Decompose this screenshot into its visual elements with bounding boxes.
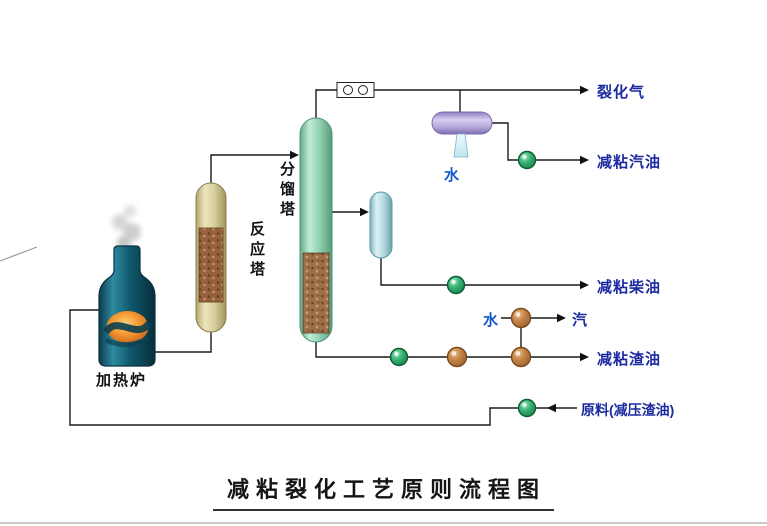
label-reaction-tower: 反应塔 [249,221,265,278]
flow-arrows [290,85,589,413]
pipe-feed [69,309,577,426]
arrow-into-stripper-icon [360,207,369,217]
water-spray-icon [453,133,469,158]
heat-exchangers [446,307,532,368]
furnace [98,245,156,367]
label-condenser-water: 水 [444,167,461,184]
flame-swirl2-icon [104,335,151,347]
condenser-drum [431,111,493,135]
pipe-diesel [380,258,581,286]
side-stripper-vessel [369,191,393,259]
label-residue: 减粘渣油 [597,351,662,368]
furnace-body [98,245,156,367]
scan-bottom-edge [0,522,767,524]
arrow-steam-icon [557,313,566,323]
arrow-feed-icon [547,403,556,413]
label-feed: 原料(减压渣油) [581,402,675,418]
arrow-gasoline-icon [580,155,589,165]
exchanger-2-icon [510,346,532,368]
scan-artifact-line [0,246,38,262]
reaction-tower [195,182,227,333]
label-diesel: 减粘柴油 [597,279,662,296]
pump-diesel-icon [446,275,466,295]
label-cracked-gas: 裂化气 [597,84,646,101]
label-exchanger-water: 水 [483,312,500,329]
pump-gasoline-icon [517,150,537,170]
pipe-residue [315,342,581,358]
flame-swirl-icon [103,319,153,335]
condenser [431,111,493,158]
pump-residue-icon [389,347,409,367]
pumps [389,150,537,418]
pipe-furnace-to-reactor [153,332,212,353]
fractionation-tower-packing [302,252,330,334]
label-gasoline: 减粘汽油 [597,154,662,171]
smoke-icon [112,205,141,250]
exchanger-steam-icon [510,307,532,329]
pipe-network [69,89,581,426]
arrow-cracked-gas-icon [580,85,589,95]
arrow-residue-icon [580,352,589,362]
label-steam: 汽 [572,312,589,329]
pipe-overhead-gas [315,89,581,118]
pipe-gasoline [492,122,581,161]
page-title: 减粘裂化工艺原则流程图 [212,472,554,511]
label-furnace: 加热炉 [96,372,148,389]
arrow-diesel-icon [580,280,589,290]
instrument-flow-meter [336,82,375,98]
arrow-into-tower-icon [290,150,299,160]
pump-feed-icon [517,398,537,418]
reaction-tower-packing [198,227,224,303]
exchanger-1-icon [446,346,468,368]
label-fractionation-tower: 分馏塔 [279,161,295,218]
pipe-reactor-overhead [210,154,291,183]
fractionation-tower [299,117,333,343]
title-row: 减粘裂化工艺原则流程图 [0,472,767,511]
